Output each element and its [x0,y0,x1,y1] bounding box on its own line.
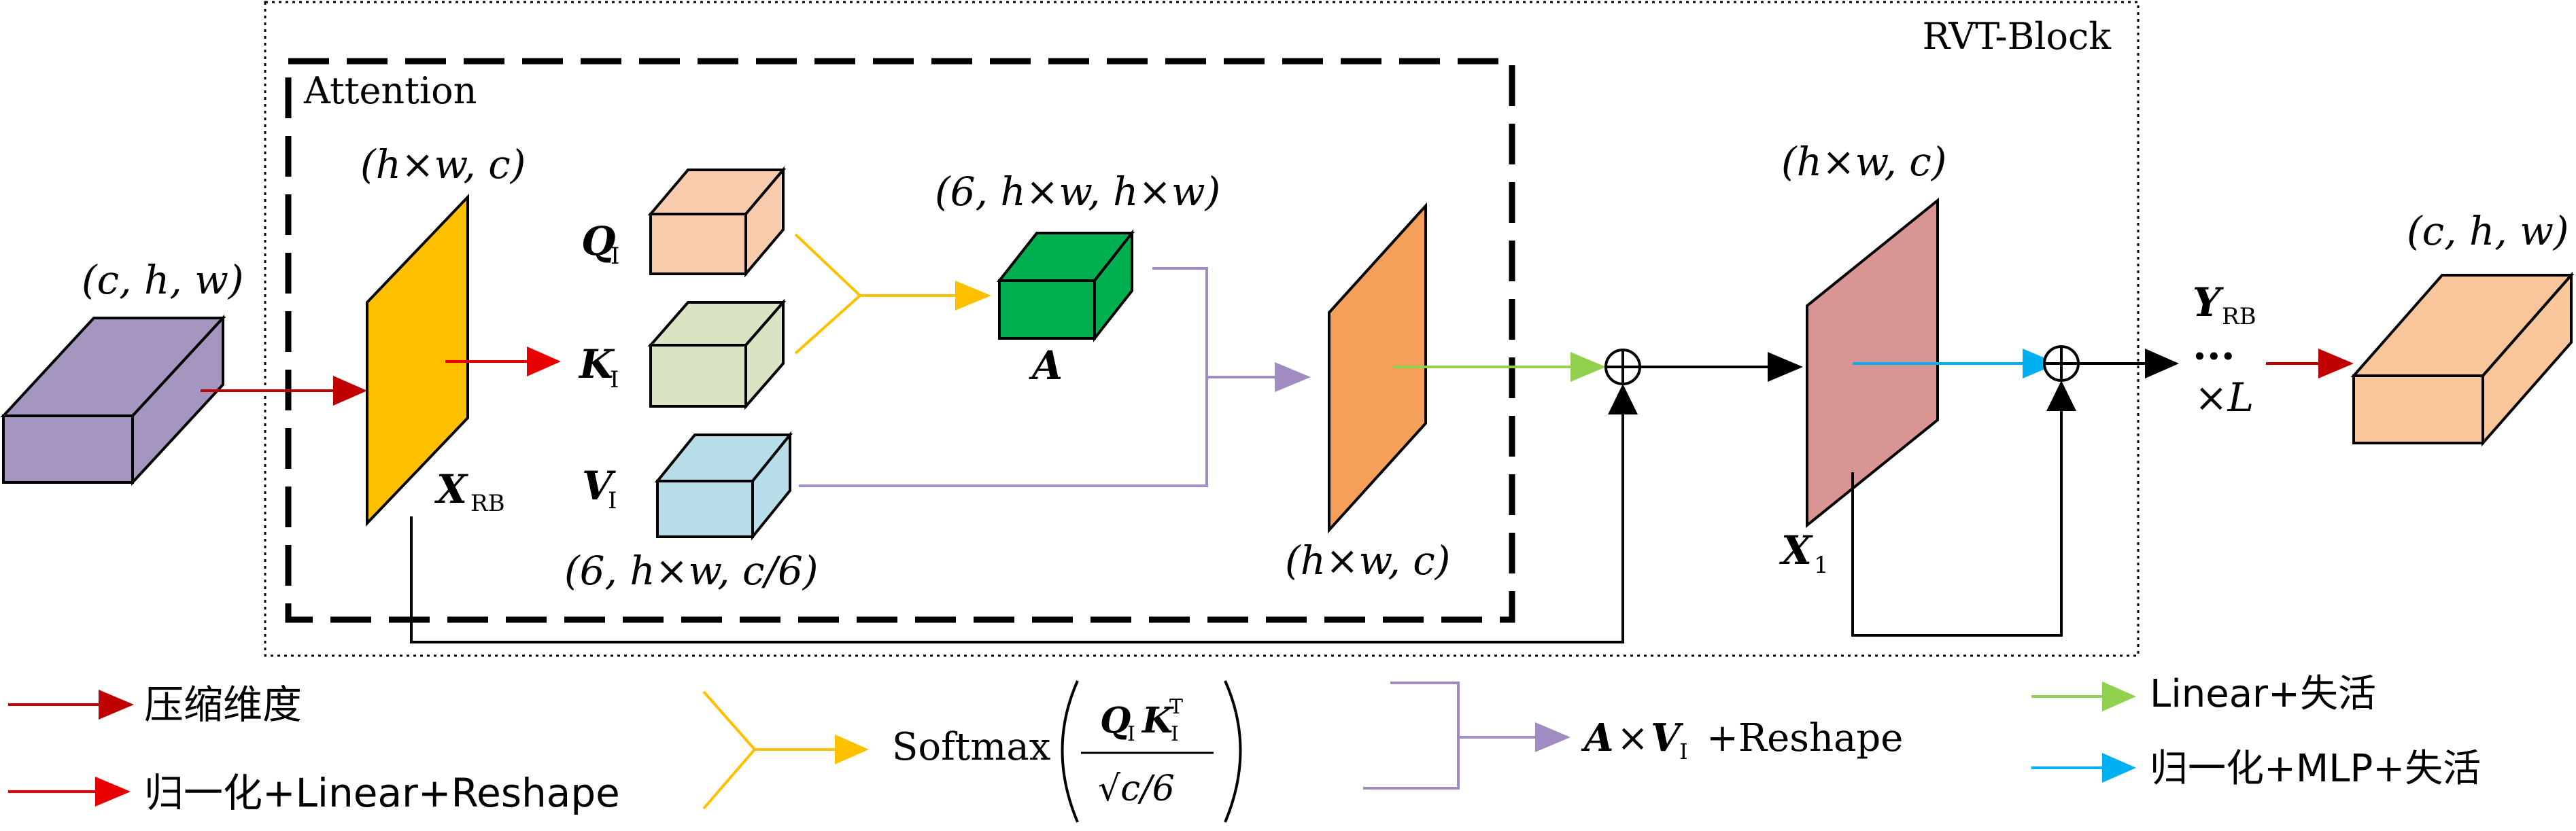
svg-text:V: V [582,463,616,509]
svg-text:RB: RB [2222,303,2256,330]
svg-text:Linear+失活: Linear+失活 [2150,672,2376,716]
skip-connection-2 [1851,408,2063,637]
repeat-label: ×L [2195,374,2254,421]
legend-norm-mlp: 归一化+MLP+失活 [2031,747,2481,791]
attn-out-plane [1328,202,1427,534]
attention-border [285,58,1515,623]
input-shape-label: (c, h, w) [82,257,244,303]
svg-text:压缩维度: 压缩维度 [144,682,302,728]
k-block [647,298,787,410]
svg-text:1: 1 [1814,552,1829,579]
svg-text:I: I [1679,739,1688,764]
legend-softmax: Softmax Q I K I T √c/6 [702,680,1242,823]
x1-symbol: X 1 [1779,527,1829,579]
rvt-block-border [264,1,2140,657]
output-block [2350,271,2575,447]
attn-out-shape-label: (h×w, c) [1285,537,1450,584]
a-block [996,229,1135,342]
svg-text:归一化+Linear+Reshape: 归一化+Linear+Reshape [144,770,620,816]
svg-text:Y: Y [2193,279,2225,325]
svg-text:I: I [1127,722,1135,746]
output-shape-label: (c, h, w) [2407,208,2569,254]
svg-text:X: X [434,466,468,512]
svg-text:I: I [1171,722,1179,746]
svg-text:K: K [578,341,615,387]
a-symbol: A [1029,342,1063,389]
skip-connection-1 [410,408,1624,643]
repeat-ellipsis: ··· [2193,333,2235,381]
svg-text:I: I [611,243,619,270]
legend-linear-act: Linear+失活 [2031,672,2376,716]
svg-text:V: V [1651,715,1684,760]
legend-av: A × V I +Reshape [1363,682,1903,790]
legend-norm-linear: 归一化+Linear+Reshape [8,770,620,816]
rvt-block-title: RVT-Block [1923,15,2112,58]
q-symbol: Q I [581,218,619,270]
attn-shape-label: (6, h×w, h×w) [935,169,1220,215]
attention-title: Attention [303,69,477,112]
x1-shape-label: (h×w, c) [1781,139,1946,185]
v-block [654,431,793,541]
svg-text:K: K [1141,700,1174,741]
v-symbol: V I [582,463,617,514]
xrb-plane [366,194,469,527]
svg-text:Softmax: Softmax [892,725,1050,769]
softmax-fork [794,233,862,355]
xrb-symbol: X RB [434,466,505,517]
svg-text:Q: Q [581,218,616,264]
xrb-shape-label: (h×w, c) [360,141,526,188]
svg-text:I: I [608,487,617,514]
svg-text:I: I [610,366,619,393]
svg-text:×: × [1617,716,1649,760]
svg-text:T: T [1169,695,1183,719]
v-shape-label: (6, h×w, c/6) [564,548,819,594]
input-block [0,314,226,487]
svg-text:+Reshape: +Reshape [1706,716,1903,760]
k-symbol: K I [578,341,619,393]
q-block [647,166,787,278]
svg-text:归一化+MLP+失活: 归一化+MLP+失活 [2150,747,2481,791]
svg-text:X: X [1779,527,1813,573]
svg-text:√c/6: √c/6 [1098,768,1175,809]
plus-circle-2 [2043,345,2080,382]
svg-text:A: A [1581,715,1613,760]
svg-text:Q: Q [1100,700,1131,741]
legend-compress: 压缩维度 [8,682,302,728]
yrb-symbol: Y RB [2193,279,2256,330]
plus-circle-1 [1604,349,1641,385]
svg-text:RB: RB [470,490,505,517]
